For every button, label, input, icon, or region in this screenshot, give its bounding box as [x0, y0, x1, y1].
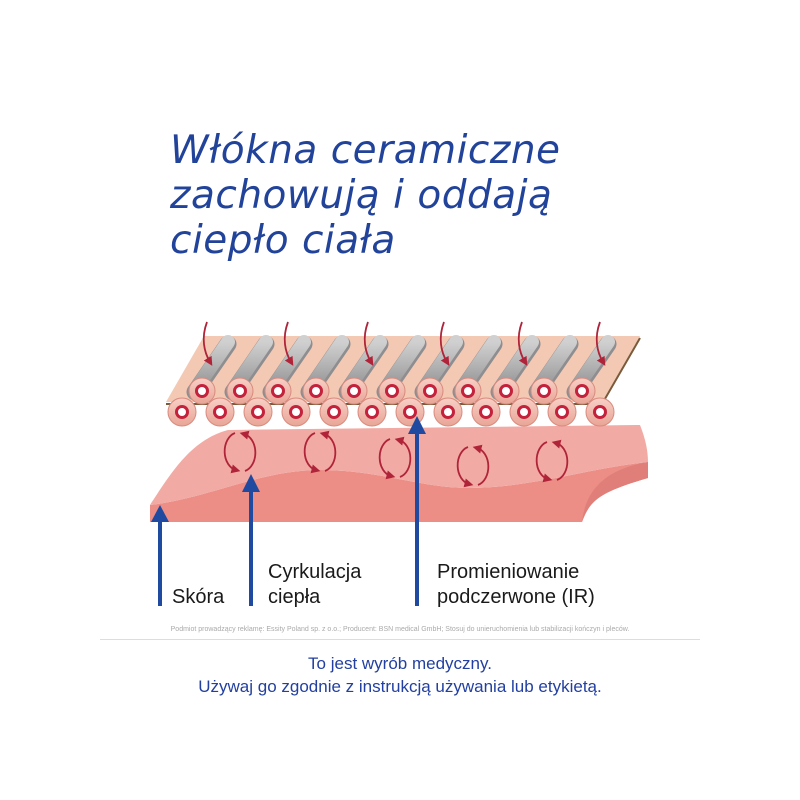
incoming-heat-arrow	[202, 321, 213, 366]
circulation-arc-left	[223, 432, 241, 474]
title-line-1: Włókna ceramiczne	[170, 128, 561, 173]
circulation-label-line-1: Cyrkulacja	[268, 561, 362, 583]
skin-label: Skóra	[172, 586, 225, 608]
incoming-heat-arrow	[363, 321, 374, 366]
skin-top-surface	[150, 425, 648, 505]
fiber-core	[236, 387, 244, 395]
fiber-core	[198, 387, 206, 395]
skin-layer	[150, 425, 648, 522]
fiber-core	[596, 408, 604, 416]
fiber-core	[558, 408, 566, 416]
circulation-arc-right	[394, 436, 412, 478]
incoming-heat-arrow	[283, 321, 294, 366]
skin-front-face	[150, 462, 648, 522]
fiber-core	[350, 387, 358, 395]
fiber-core	[406, 408, 414, 416]
infrared-label-line-2: podczerwone (IR)	[437, 586, 595, 608]
ceramic-fiber-fabric	[166, 321, 641, 427]
fabric-edge-side	[601, 337, 641, 405]
fiber-core	[254, 408, 262, 416]
fiber-core	[578, 387, 586, 395]
fiber-core	[502, 387, 510, 395]
fiber-core	[388, 387, 396, 395]
circulation-arrow-head	[242, 474, 260, 492]
circulation-arc-left	[535, 441, 553, 483]
circulation-label: Cyrkulacja ciepła	[268, 560, 361, 610]
skin-arrow-head	[151, 505, 169, 522]
fiber-core	[426, 387, 434, 395]
heat-circulation-arrows	[223, 430, 569, 488]
fiber-core	[464, 387, 472, 395]
diagram-title: Włókna ceramiczne zachowują i oddają cie…	[170, 128, 690, 263]
fiber-core	[368, 408, 376, 416]
fiber-core	[292, 408, 300, 416]
infrared-arrow-head	[408, 416, 426, 434]
infrared-label-line-1: Promieniowanie	[437, 561, 580, 583]
circulation-arc-left	[378, 438, 396, 480]
footer-divider	[100, 639, 700, 640]
circulation-arc-left	[303, 432, 321, 474]
title-line-3: ciepło ciała	[170, 218, 396, 263]
circulation-arc-right	[551, 439, 569, 481]
title-line-2: zachowują i oddają	[170, 173, 553, 218]
circulation-loop	[223, 430, 257, 474]
circulation-label-line-2: ciepła	[268, 586, 321, 608]
circulation-loop	[456, 444, 490, 488]
infrared-label: Promieniowanie podczerwone (IR)	[437, 560, 595, 610]
circulation-loop	[378, 436, 412, 480]
fiber-core	[520, 408, 528, 416]
legal-disclaimer: Podmiot prowadzący reklamę: Essity Polan…	[170, 626, 630, 633]
skin-side-face	[582, 462, 648, 522]
medical-notice-line-2: Używaj go zgodnie z instrukcją używania …	[198, 677, 602, 696]
fiber-core	[178, 408, 186, 416]
incoming-heat-arrow	[517, 321, 528, 366]
fiber-core	[312, 387, 320, 395]
circulation-arc-right	[239, 430, 257, 472]
incoming-heat-arrow	[595, 321, 606, 366]
circulation-arc-right	[319, 430, 337, 472]
circulation-loop	[535, 439, 569, 483]
circulation-arc-right	[472, 444, 490, 486]
circulation-loop	[303, 430, 337, 474]
fiber-core	[482, 408, 490, 416]
medical-notice-line-1: To jest wyrób medyczny.	[308, 654, 492, 673]
fiber-core	[444, 408, 452, 416]
fiber-core	[216, 408, 224, 416]
incoming-heat-arrow	[439, 321, 450, 366]
circulation-arc-left	[456, 446, 474, 488]
fiber-core	[274, 387, 282, 395]
label-arrows	[151, 416, 426, 606]
fiber-core	[540, 387, 548, 395]
fiber-core	[330, 408, 338, 416]
